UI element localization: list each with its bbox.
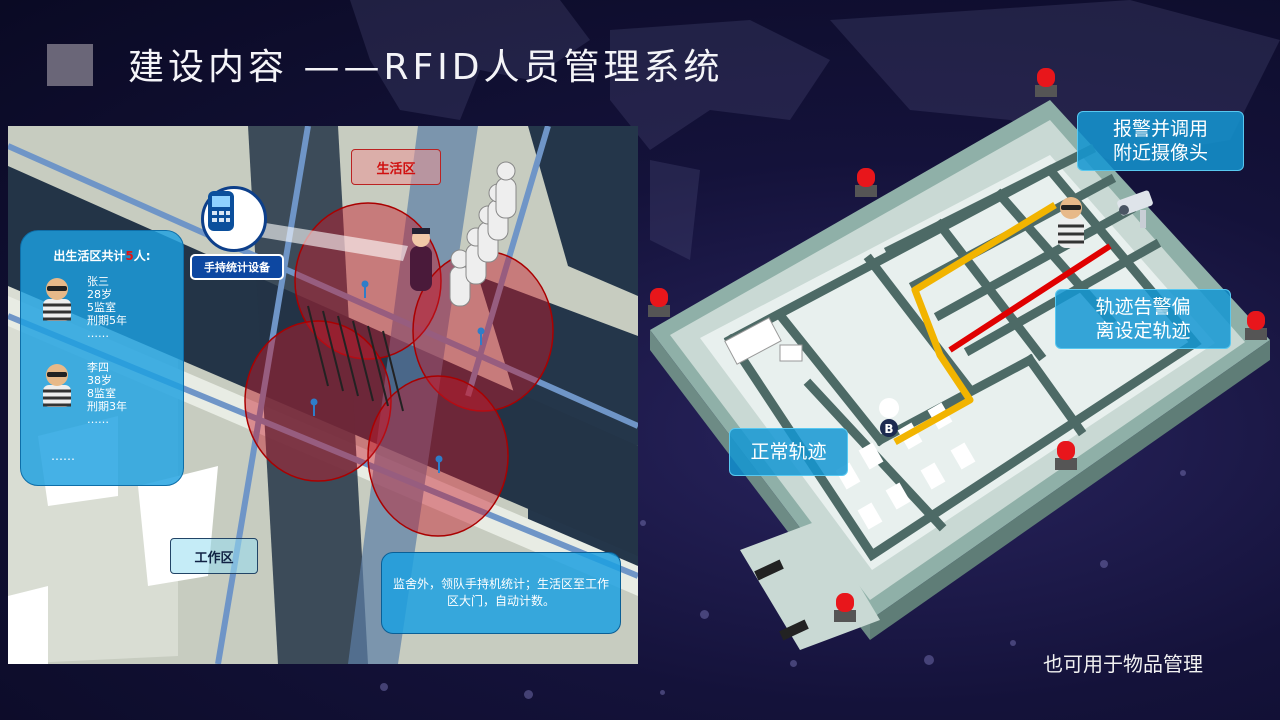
- footnote: 也可用于物品管理: [1043, 652, 1203, 676]
- alarm-light-icon: [1055, 441, 1077, 470]
- device-label: 手持统计设备: [190, 254, 284, 280]
- zone-label-work: 工作区: [170, 538, 258, 574]
- count-title: 出生活区共计5人:: [53, 249, 151, 263]
- alarm-light-icon: [834, 593, 856, 622]
- note-box: 监舍外，领队手持机统计；生活区至工作区大门，自动计数。: [381, 552, 621, 634]
- list-item: 李四 38岁 8监室 刑期3年 ……: [39, 361, 179, 441]
- rfid-map-panel: 生活区 工作区 手持统计设备 出生活区共计5人: 张三 28岁 5监室 刑期5年…: [8, 126, 638, 664]
- camera-icon: [1117, 190, 1153, 228]
- list-item: 张三 28岁 5监室 刑期5年 ……: [39, 275, 179, 355]
- location-marker-icon: B: [879, 398, 900, 444]
- callout-normal-track: 正常轨迹: [729, 428, 848, 476]
- alarm-light-icon: [855, 168, 877, 197]
- prisoner-figure: [1058, 197, 1084, 248]
- prisoner-avatar-icon: [43, 278, 71, 321]
- exit-count: 5: [125, 249, 134, 263]
- zone-label-life: 生活区: [351, 149, 441, 185]
- marker-label: B: [884, 422, 893, 436]
- callout-track-alarm: 轨迹告警偏离设定轨迹: [1055, 289, 1231, 349]
- person-info: 张三 28岁 5监室 刑期5年 ……: [87, 275, 127, 340]
- person-info: 李四 38岁 8监室 刑期3年 ……: [87, 361, 127, 426]
- handheld-device-icon: [201, 186, 267, 252]
- alarm-light-icon: [648, 288, 670, 317]
- alarm-light-icon: [1245, 311, 1267, 340]
- more-indicator: ……: [51, 449, 75, 463]
- prisoner-avatar-icon: [43, 364, 71, 407]
- page-title: 建设内容 ——RFID人员管理系统: [128, 47, 724, 88]
- normal-track-line: [893, 202, 1057, 446]
- alarm-track-line: [948, 243, 1112, 353]
- title-marker: [47, 44, 93, 86]
- exit-count-panel: 出生活区共计5人: 张三 28岁 5监室 刑期5年 ……: [20, 230, 184, 486]
- callout-alarm: 报警并调用附近摄像头: [1077, 111, 1244, 171]
- alarm-light-icon: [1035, 68, 1057, 97]
